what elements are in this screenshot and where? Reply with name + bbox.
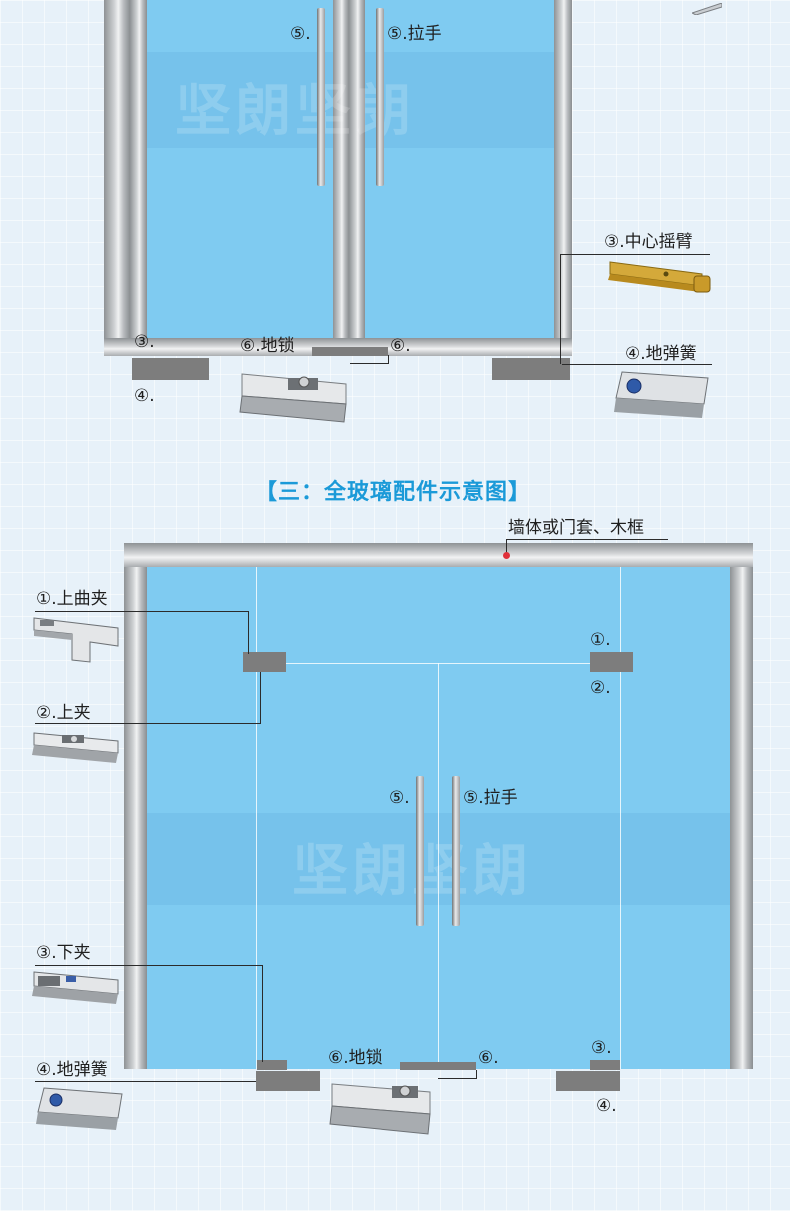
top-frame-left-post <box>104 0 130 354</box>
floor-spring-image-bottom <box>34 1084 126 1134</box>
label-wall: 墙体或门套、木框 <box>508 518 644 538</box>
floor-lock-plate <box>400 1062 476 1070</box>
label-right-bottom-clamp: ③. <box>591 1038 612 1058</box>
top-curved-clamp-image <box>30 612 122 668</box>
top-label-floor-lock-mark: ⑥. <box>390 336 411 356</box>
corner-part-stub <box>690 0 723 16</box>
label-floor-spring: ④.地弹簧 <box>36 1060 108 1080</box>
top-floor-spring-right <box>492 358 570 380</box>
top-frame-right-post <box>554 0 572 354</box>
top-frame-center-post-left <box>333 0 349 354</box>
top-floor-lock-plate <box>312 347 388 356</box>
clamp-top-left <box>243 652 286 672</box>
bottom-handle-left <box>416 776 424 926</box>
top-glass-right <box>365 0 554 338</box>
top-frame-center-post-right <box>349 0 365 354</box>
label-right-top-curved: ①. <box>590 630 611 650</box>
label-handle-right: ⑤.拉手 <box>463 788 518 808</box>
top-label-spring-left: ④. <box>134 386 155 406</box>
top-handle-right <box>376 8 384 186</box>
glass-edge-center <box>438 663 439 1069</box>
glass-edge-right-fixed <box>620 567 621 1069</box>
top-label-pivot-left: ③. <box>134 332 155 352</box>
clamp-bottom-right <box>590 1060 620 1070</box>
clamp-top-right <box>590 652 633 672</box>
bottom-watermark: 坚朗坚朗 <box>292 839 532 904</box>
bottom-clamp-image <box>30 966 122 1010</box>
label-floor-lock: ⑥.地锁 <box>328 1048 383 1068</box>
wall-top-beam <box>124 543 753 567</box>
floor-lock-image <box>236 370 354 428</box>
top-label-floor-spring-right: ④.地弹簧 <box>625 344 697 364</box>
section-title: 【三：全玻璃配件示意图】 <box>255 480 532 505</box>
top-inner-left-edge <box>130 0 147 338</box>
label-top-curved-clamp: ①.上曲夹 <box>36 589 108 609</box>
glass-door-top-edge <box>256 663 620 664</box>
top-watermark: 坚朗坚朗 <box>175 79 415 144</box>
pivot-arm-image <box>606 256 714 298</box>
clamp-bottom-left <box>257 1060 287 1070</box>
wall-left-post <box>124 567 147 1069</box>
top-label-handle-right: ⑤.拉手 <box>387 24 442 44</box>
top-clamp-image <box>30 727 122 769</box>
top-floor-spring-left <box>132 358 209 380</box>
label-top-clamp: ②.上夹 <box>36 703 91 723</box>
floor-spring-right <box>556 1071 620 1091</box>
label-floor-lock-mark: ⑥. <box>478 1048 499 1068</box>
floor-spring-left <box>256 1071 320 1091</box>
label-right-floor-spring: ④. <box>596 1096 617 1116</box>
top-label-handle-left: ⑤. <box>290 24 311 44</box>
label-bottom-clamp: ③.下夹 <box>36 943 91 963</box>
floor-lock-image-bottom <box>326 1076 438 1142</box>
bottom-handle-right <box>452 776 460 926</box>
top-handle-left <box>317 8 325 186</box>
glass-edge-left-fixed <box>256 567 257 1069</box>
wall-right-post <box>730 567 753 1069</box>
top-label-pivot-arm: ③.中心摇臂 <box>604 232 693 252</box>
label-right-top-clamp: ②. <box>590 678 611 698</box>
top-glass-left <box>147 0 333 338</box>
wall-marker-dot <box>503 552 510 559</box>
floor-spring-image <box>612 368 712 424</box>
top-label-floor-lock: ⑥.地锁 <box>240 336 295 356</box>
label-handle-left: ⑤. <box>389 788 410 808</box>
